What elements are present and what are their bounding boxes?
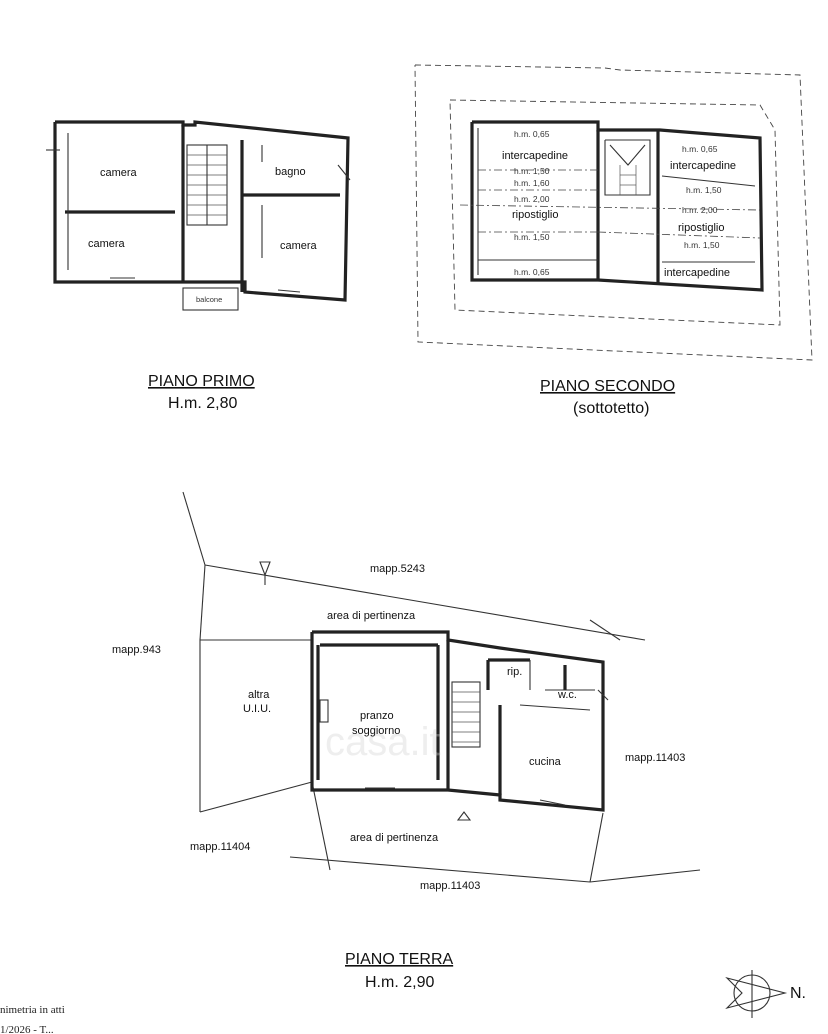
room-camera-top: camera xyxy=(100,167,138,179)
room-ripostiglio-left: ripostiglio xyxy=(512,209,558,221)
north-arrow-icon xyxy=(725,970,788,1018)
room-balcone: balcone xyxy=(196,295,222,304)
entrance-marker-icon xyxy=(456,811,472,821)
label-mapp-11403-right: mapp.11403 xyxy=(625,752,685,764)
piano-secondo-plan xyxy=(414,64,813,361)
north-label: N. xyxy=(790,985,806,1002)
label-uiu: U.I.U. xyxy=(243,703,271,715)
room-intercapedine-left: intercapedine xyxy=(502,150,568,162)
height-r4: h.m. 1,50 xyxy=(684,240,720,250)
room-ripostiglio-right: ripostiglio xyxy=(678,222,724,234)
height-l4: h.m. 2,00 xyxy=(514,194,550,204)
height-r2: h.m. 1,50 xyxy=(686,185,722,195)
height-r1: h.m. 0,65 xyxy=(682,144,718,154)
tree-icon xyxy=(259,561,271,585)
label-mapp-943: mapp.943 xyxy=(112,644,161,656)
stairs-primo xyxy=(186,144,228,226)
label-mapp-5243: mapp.5243 xyxy=(370,563,425,575)
balcone-outline xyxy=(182,287,239,311)
watermark: casa.it xyxy=(325,720,441,764)
room-camera-bottom: camera xyxy=(88,238,126,250)
height-l3: h.m. 1,60 xyxy=(514,178,550,188)
room-intercapedine-right-bottom: intercapedine xyxy=(664,267,730,279)
piano-primo-height: H.m. 2,80 xyxy=(168,395,237,412)
footer-line2: 1/2026 - T... xyxy=(0,1024,54,1034)
piano-terra-title: PIANO TERRA xyxy=(345,951,454,968)
room-wc: w.c. xyxy=(557,689,577,701)
height-l5: h.m. 1,50 xyxy=(514,232,550,242)
room-soggiorno: soggiorno xyxy=(352,725,400,737)
piano-secondo-subtitle: (sottotetto) xyxy=(573,400,649,417)
piano-primo-title: PIANO PRIMO xyxy=(148,373,255,390)
piano-secondo-title: PIANO SECONDO xyxy=(540,378,675,395)
room-rip: rip. xyxy=(507,666,522,678)
footer-line1: nimetria in atti xyxy=(0,1004,65,1016)
label-area-bottom: area di pertinenza xyxy=(350,832,439,844)
height-l1: h.m. 0,65 xyxy=(514,129,550,139)
label-altra: altra xyxy=(248,689,270,701)
room-camera-right: camera xyxy=(280,240,318,252)
piano-terra-height: H.m. 2,90 xyxy=(365,974,434,991)
room-cucina: cucina xyxy=(529,756,562,768)
height-l6: h.m. 0,65 xyxy=(514,267,550,277)
room-pranzo: pranzo xyxy=(360,710,394,722)
height-r3: h.m. 2,00 xyxy=(682,205,718,215)
stairs-secondo xyxy=(604,139,651,196)
piano-terra-plan xyxy=(182,491,701,883)
label-mapp-11403-bottom: mapp.11403 xyxy=(420,880,480,892)
stairs-terra xyxy=(451,681,481,748)
label-area-top: area di pertinenza xyxy=(327,610,416,622)
label-mapp-11404: mapp.11404 xyxy=(190,841,250,853)
room-bagno: bagno xyxy=(275,166,306,178)
piano-primo-plan xyxy=(46,120,351,311)
room-intercapedine-right-top: intercapedine xyxy=(670,160,736,172)
height-l2: h.m. 1,50 xyxy=(514,166,550,176)
